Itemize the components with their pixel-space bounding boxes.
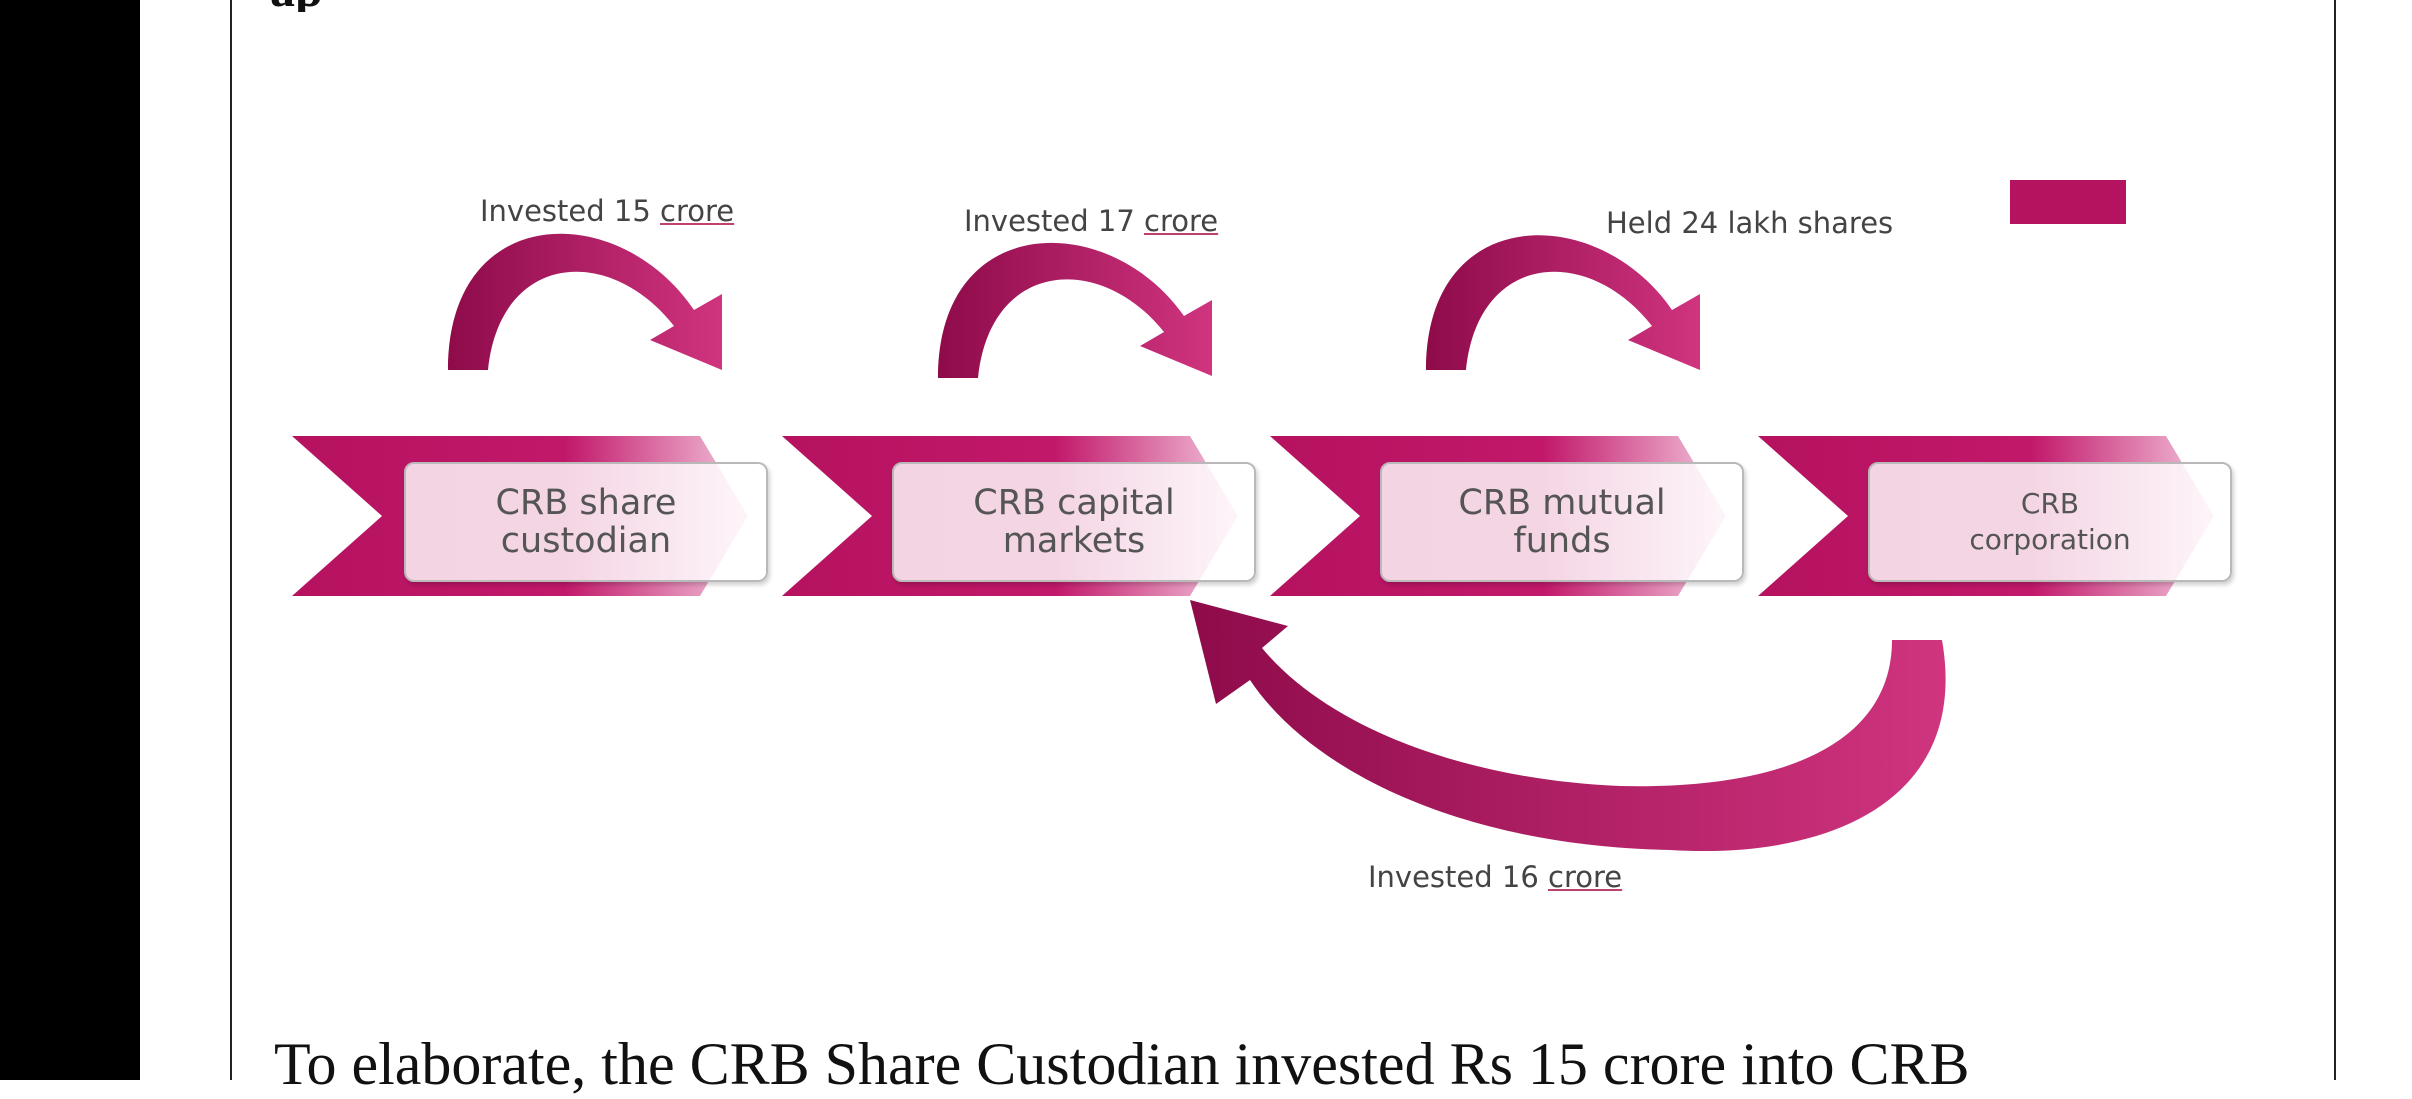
arc-arrow-2	[938, 242, 1212, 378]
cropped-heading: ap	[270, 0, 400, 12]
flow-label-2-prefix: Invested 17	[964, 204, 1145, 238]
entity-crb-mutual-funds: CRB mutual funds	[1380, 462, 1744, 582]
ownership-flow-diagram: Invested 15 crore Invested 17 crore Held…	[270, 160, 2250, 920]
flow-label-3-prefix: Held 24 lakh shares	[1606, 206, 1894, 240]
entity-crb-capital-markets: CRB capital markets	[892, 462, 1256, 582]
flow-label-2-unit: crore	[1144, 204, 1219, 238]
entity-crb-corporation: CRB corporation	[1868, 462, 2232, 582]
return-arc-arrow	[1190, 600, 1946, 852]
flow-label-4: Invested 16 crore	[1368, 860, 1622, 894]
flow-label-1: Invested 15 crore	[480, 194, 734, 228]
flow-label-4-prefix: Invested 16	[1368, 860, 1549, 894]
heading-fragment: ap	[270, 0, 323, 12]
flow-label-1-unit: crore	[660, 194, 735, 228]
flow-label-2: Invested 17 crore	[964, 204, 1218, 238]
flow-label-4-unit: crore	[1548, 860, 1623, 894]
flow-label-3: Held 24 lakh shares	[1606, 206, 1893, 240]
left-black-margin	[0, 0, 140, 1080]
entity-crb-share-custodian: CRB share custodian	[404, 462, 768, 582]
legend-swatch	[2010, 180, 2126, 224]
arc-arrow-3	[1426, 235, 1700, 370]
arc-arrow-1	[448, 233, 722, 370]
body-paragraph: To elaborate, the CRB Share Custodian in…	[274, 1031, 1970, 1097]
flow-label-1-prefix: Invested 15	[480, 194, 661, 228]
